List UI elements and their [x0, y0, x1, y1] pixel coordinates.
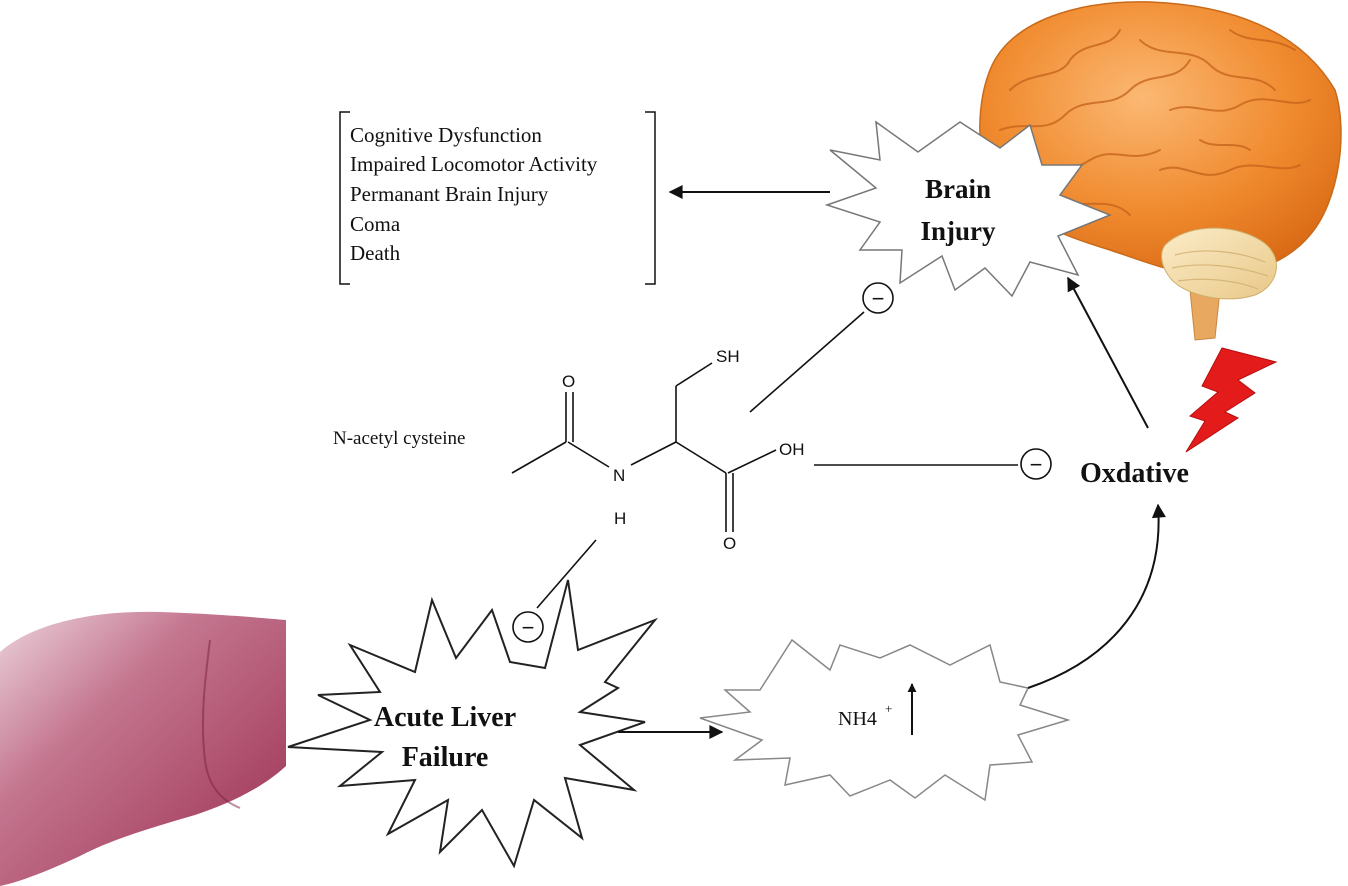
ammonia-charge: + — [885, 701, 892, 716]
nac-name-label: N-acetyl cysteine — [333, 428, 465, 449]
consequence-coma: Coma — [350, 212, 401, 236]
inhibit-line-brain-injury — [749, 311, 865, 413]
ammonia-burst: NH4 + — [699, 638, 1071, 802]
consequence-permanent-brain-injury: Permanant Brain Injury — [350, 182, 549, 206]
minus-circle-icon: − — [1020, 448, 1052, 480]
right-bracket — [645, 111, 656, 285]
acute-liver-failure-label-line1: Acute Liver — [374, 702, 516, 733]
nac-atom-n: N — [613, 466, 625, 485]
inhibit-symbol-oxidative: − — [1030, 452, 1043, 477]
brain-injury-label-line2: Injury — [920, 216, 996, 246]
oxidative-label: Oxdative — [1080, 458, 1189, 489]
brain-injury-burst: Brain Injury — [824, 120, 1113, 298]
acute-liver-failure-label-line2: Failure — [402, 742, 489, 773]
inhibit-symbol-liver: − — [522, 615, 535, 640]
consequence-impaired-locomotor: Impaired Locomotor Activity — [350, 152, 598, 176]
consequence-cognitive-dysfunction: Cognitive Dysfunction — [350, 123, 542, 147]
brain-injury-label-line1: Brain — [925, 174, 991, 204]
minus-circle-icon: − — [862, 282, 894, 314]
consequences-box: Cognitive Dysfunction Impaired Locomotor… — [339, 111, 656, 285]
minus-circle-icon: − — [512, 611, 544, 643]
nac-atom-h: H — [614, 509, 626, 528]
inhibit-symbol-brain: − — [872, 286, 885, 311]
liver-illustration — [0, 611, 286, 886]
inhibit-line-liver-failure — [536, 539, 597, 609]
arrow-ammonia-to-oxidative — [1027, 503, 1166, 689]
nac-atom-o-keto: O — [562, 372, 575, 391]
arrow-oxidative-to-brain-injury — [1067, 276, 1149, 429]
acute-liver-failure-burst: Acute Liver Failure — [287, 579, 659, 869]
ammonia-label: NH4 — [838, 708, 877, 730]
nac-atom-oh: OH — [779, 440, 805, 459]
nac-structure: N-acetyl cysteine O N H SH OH O — [333, 347, 805, 553]
nac-atom-o-acid: O — [723, 534, 736, 553]
lightning-bolt-icon — [1185, 347, 1278, 453]
consequence-death: Death — [350, 241, 401, 265]
nac-atom-sh: SH — [716, 347, 740, 366]
left-bracket — [339, 111, 350, 285]
